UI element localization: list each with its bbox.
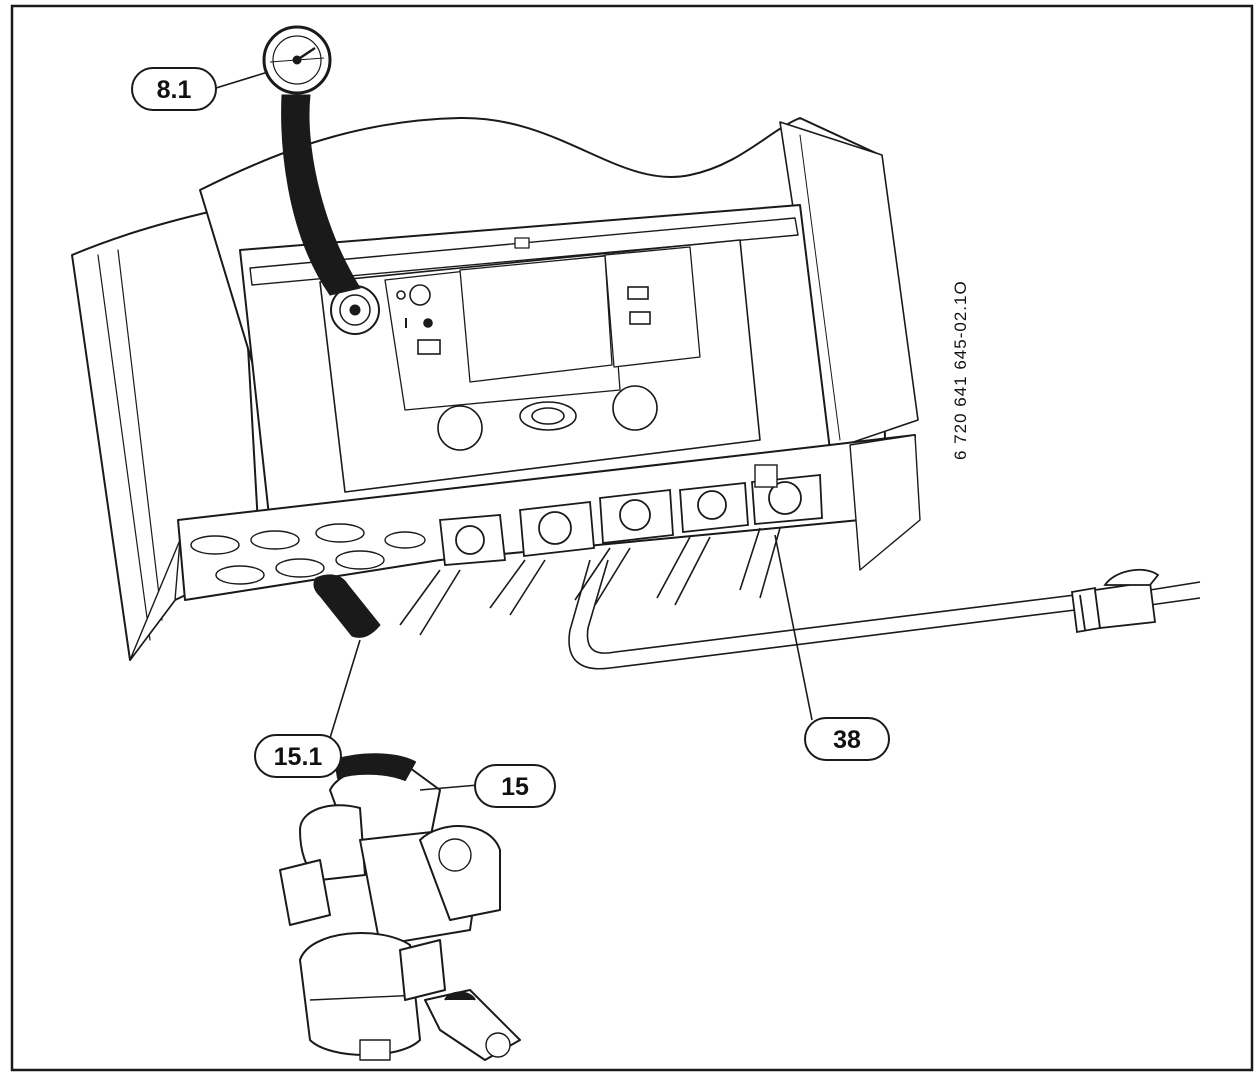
filling-valve-assembly-icon — [279, 753, 521, 1061]
figure-frame — [10, 4, 1254, 1072]
svg-text:8.1: 8.1 — [157, 76, 192, 104]
callout-15-1: 15.1 — [254, 734, 342, 778]
tray-holes — [190, 523, 426, 585]
callout-38: 38 — [804, 717, 890, 761]
gas-valve-icon — [1071, 568, 1160, 634]
boiler-housing — [71, 116, 921, 661]
callout-8-1: 8.1 — [131, 67, 217, 111]
svg-text:15.1: 15.1 — [274, 743, 323, 771]
callout-15: 15 — [474, 764, 556, 808]
svg-text:15: 15 — [501, 773, 529, 801]
svg-text:38: 38 — [833, 726, 861, 754]
magnified-gauge-icon — [262, 25, 332, 95]
leader-lines — [215, 71, 813, 791]
pressure-gauge-icon — [330, 285, 380, 335]
reference-code: 6 720 641 645-02.1O — [951, 280, 970, 460]
pipe-connections — [439, 464, 823, 566]
gauge-connector — [281, 94, 361, 296]
pipes — [399, 527, 1201, 670]
panel-controls — [396, 284, 658, 451]
drain-hose-icon — [313, 574, 381, 638]
